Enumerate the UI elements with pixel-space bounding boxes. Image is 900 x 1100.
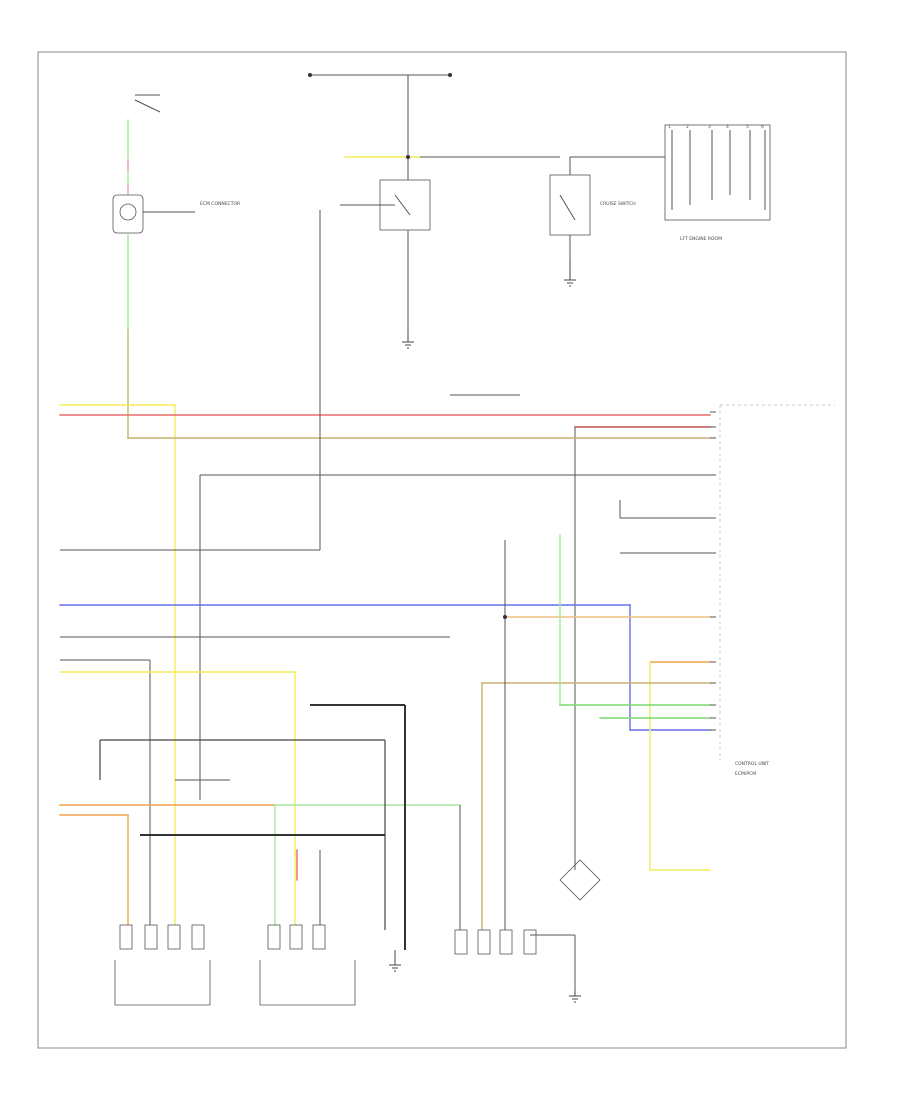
ground-symbol-bottom-center	[389, 950, 401, 972]
connector-block-top-right	[664, 124, 771, 221]
cruise-switch-label: CRUISE SWITCH	[600, 201, 636, 207]
pin-label-3: 3	[708, 124, 711, 130]
pin-label-4: 4	[726, 124, 729, 130]
pin-label-6: 6	[761, 124, 764, 130]
bottom-center-connector	[259, 849, 356, 1006]
top-left-sensor-group	[112, 94, 195, 439]
ecm-connector-label: ECM CONNECTOR	[200, 201, 240, 207]
lft-engine-room-label: LFT ENGINE ROOM	[680, 236, 722, 242]
bottom-right-connector	[454, 859, 601, 1003]
control-unit-label: CONTROL UNIT	[735, 761, 769, 767]
top-center-switch-group	[308, 73, 560, 349]
pin-label-5: 5	[746, 124, 749, 130]
control-unit-leads	[481, 500, 711, 931]
ecm-right-label: ECM/PCM	[735, 771, 756, 777]
pin-label-2: 2	[686, 124, 689, 130]
pin-label-1: 1	[668, 124, 671, 130]
bottom-left-connector	[114, 924, 211, 1006]
sensor-icon	[119, 203, 137, 221]
bus-wires	[59, 210, 711, 931]
lower-bus	[99, 704, 406, 950]
diagram-frame	[37, 51, 847, 1049]
control-unit-pins	[710, 411, 716, 731]
top-right-switch-block: 1 2 3 4 5 6	[549, 124, 771, 287]
